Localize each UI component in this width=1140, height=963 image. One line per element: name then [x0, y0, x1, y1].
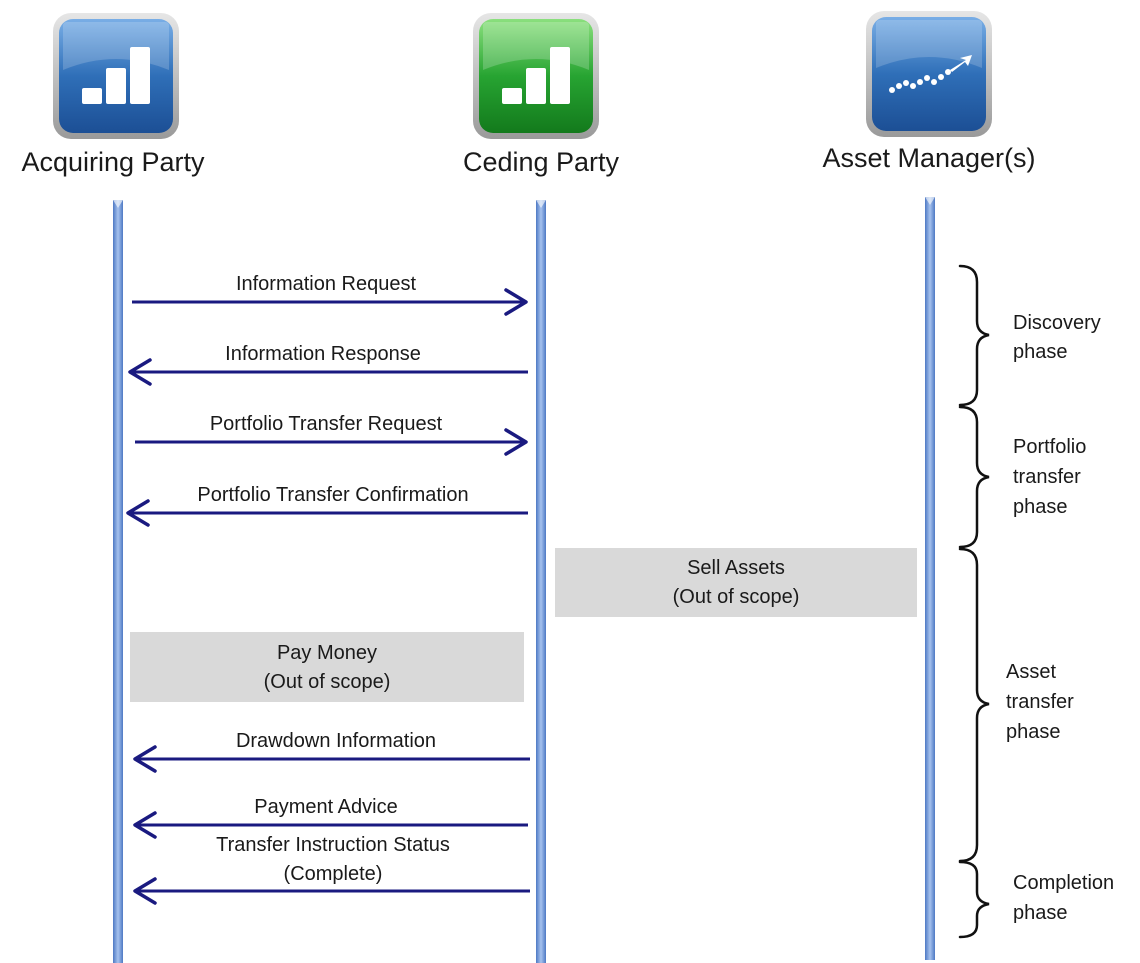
phase-label-asset-transfer: Asset transfer phase: [1006, 661, 1074, 743]
message-information-request: Information Request: [132, 273, 528, 316]
svg-text:phase: phase: [1013, 341, 1068, 363]
lifeline-acquiring: [113, 200, 123, 963]
message-label: Information Request: [236, 273, 417, 295]
phase-label-completion: Completion phase: [1013, 872, 1114, 924]
arrow-head-left-icon: [126, 499, 150, 527]
message-label: Information Response: [225, 343, 421, 365]
acquiring-party-icon: [53, 13, 179, 139]
svg-text:phase: phase: [1013, 902, 1068, 924]
svg-text:transfer: transfer: [1006, 691, 1074, 713]
brace-completion: [958, 860, 990, 939]
svg-text:transfer: transfer: [1013, 466, 1081, 488]
arrow-head-left-icon: [133, 877, 157, 905]
message-information-response: Information Response: [128, 343, 528, 386]
ceding-party-icon: [473, 13, 599, 139]
arrow-head-left-icon: [133, 745, 157, 773]
message-label: Payment Advice: [254, 796, 397, 818]
sell-assets-box: Sell Assets (Out of scope): [555, 548, 917, 617]
brace-portfolio-transfer: [958, 405, 990, 549]
pay-money-label: Pay Money: [277, 642, 377, 664]
lifeline-ceding: [536, 200, 546, 963]
message-drawdown-information: Drawdown Information: [133, 730, 530, 773]
sell-assets-label: Sell Assets: [687, 557, 785, 579]
brace-discovery: [958, 264, 990, 407]
lifeline-asset-manager: [925, 197, 935, 960]
svg-text:Portfolio: Portfolio: [1013, 436, 1086, 458]
message-label-secondary: (Complete): [284, 863, 383, 885]
message-label: Portfolio Transfer Confirmation: [197, 484, 468, 506]
actor-title-acquiring: Acquiring Party: [21, 147, 205, 177]
pay-money-box: Pay Money (Out of scope): [130, 632, 524, 702]
message-label: Portfolio Transfer Request: [210, 413, 443, 435]
svg-text:phase: phase: [1013, 496, 1068, 518]
message-payment-advice: Payment Advice: [133, 796, 528, 839]
arrow-head-right-icon: [504, 288, 528, 316]
message-label: Drawdown Information: [236, 730, 436, 752]
message-label: Transfer Instruction Status: [216, 834, 450, 856]
arrow-head-left-icon: [133, 811, 157, 839]
svg-text:Asset: Asset: [1006, 661, 1056, 683]
sell-assets-scope: (Out of scope): [673, 586, 800, 608]
svg-text:Completion: Completion: [1013, 872, 1114, 894]
message-portfolio-transfer-confirmation: Portfolio Transfer Confirmation: [126, 484, 528, 527]
brace-asset-transfer: [958, 547, 990, 863]
asset-manager-icon: [866, 11, 992, 137]
arrow-head-right-icon: [504, 428, 528, 456]
actor-title-asset-manager: Asset Manager(s): [822, 143, 1035, 173]
message-portfolio-transfer-request: Portfolio Transfer Request: [135, 413, 528, 456]
arrow-head-left-icon: [128, 358, 152, 386]
phase-label-portfolio-transfer: Portfolio transfer phase: [1013, 436, 1086, 518]
message-transfer-instruction-status: Transfer Instruction Status (Complete): [133, 834, 530, 905]
actor-title-ceding: Ceding Party: [463, 147, 620, 177]
svg-text:Discovery: Discovery: [1013, 312, 1101, 334]
trend-line-icon: [889, 55, 972, 93]
svg-text:phase: phase: [1006, 721, 1061, 743]
phase-label-discovery: Discovery phase: [1013, 312, 1101, 363]
pay-money-scope: (Out of scope): [264, 671, 391, 693]
